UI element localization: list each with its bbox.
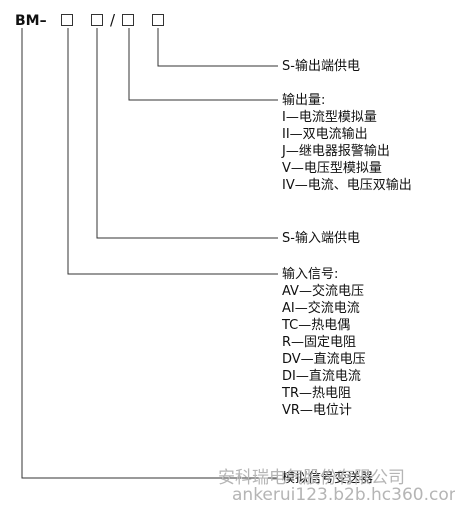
- input-item: AI—交流电流: [282, 301, 360, 316]
- code-box-output-supply: [152, 14, 164, 26]
- line-input-supply: [96, 28, 278, 239]
- output-item: V—电压型模拟量: [282, 161, 382, 176]
- input-item: R—固定电阻: [282, 335, 357, 350]
- input-list: 输入信号: AV—交流电压 AI—交流电流 TC—热电偶 R—固定电阻 DV—直…: [282, 266, 366, 419]
- output-item: I—电流型模拟量: [282, 110, 377, 125]
- watermark-url: ankerui123.b2b.hc360.com: [232, 485, 455, 505]
- output-item: IV—电流、电压双输出: [282, 178, 412, 193]
- label-input-supply: S-输入端供电: [282, 231, 360, 246]
- line-input-signal: [67, 28, 278, 275]
- input-item: DI—直流电流: [282, 369, 361, 384]
- input-item: TC—热电偶: [282, 318, 351, 333]
- input-item: VR—电位计: [282, 403, 352, 418]
- label-output-supply: S-输出端供电: [282, 59, 360, 74]
- code-box-output: [122, 14, 134, 26]
- output-heading: 输出量:: [282, 93, 326, 108]
- code-separator: /: [110, 11, 116, 29]
- code-box-input: [61, 14, 73, 26]
- watermark-company: 安科瑞电气股份有限公司: [218, 468, 405, 488]
- line-output: [128, 28, 278, 101]
- input-item: DV—直流电压: [282, 352, 366, 367]
- input-item: AV—交流电压: [282, 284, 364, 299]
- line-output-supply: [157, 28, 278, 67]
- model-code-prefix: BM–: [15, 13, 47, 29]
- input-heading: 输入信号:: [282, 267, 339, 282]
- output-item: J—继电器报警输出: [282, 144, 390, 159]
- output-item: II—双电流输出: [282, 127, 368, 142]
- input-item: TR—热电阻: [282, 386, 351, 401]
- line-product: [21, 28, 278, 479]
- code-box-input-supply: [91, 14, 103, 26]
- output-list: 输出量: I—电流型模拟量 II—双电流输出 J—继电器报警输出 V—电压型模拟…: [282, 92, 412, 194]
- label-product-name: 模拟信号变送器: [282, 471, 374, 486]
